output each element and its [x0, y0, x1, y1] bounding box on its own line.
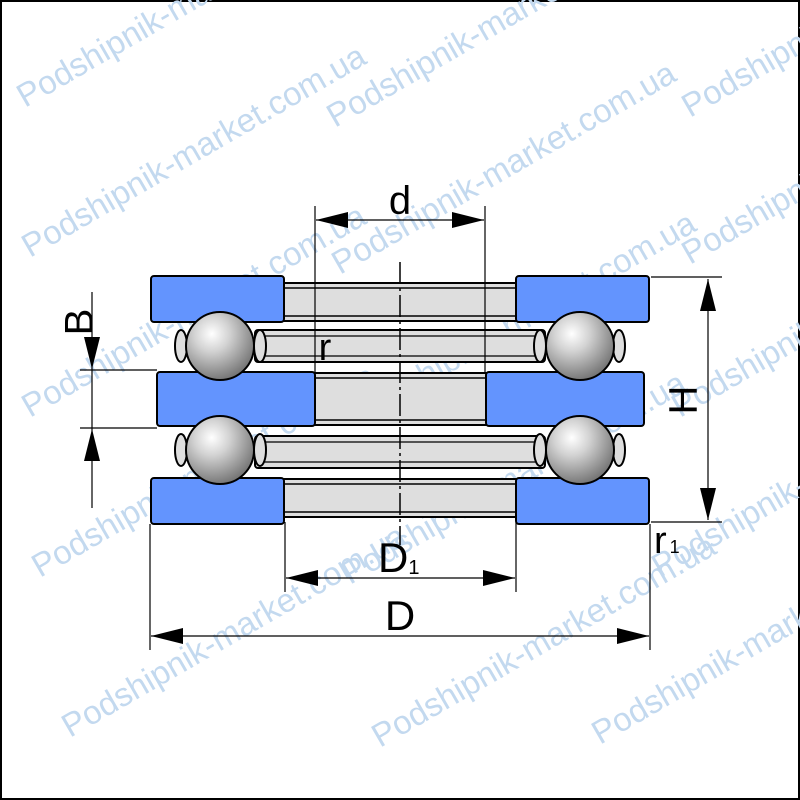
- arrow-d-outer-right: [617, 628, 649, 644]
- arrow-h-bottom: [700, 488, 716, 520]
- ball-bottom-right: [545, 415, 615, 485]
- arrow-d1-left: [286, 570, 318, 586]
- arrow-b-top: [84, 337, 100, 369]
- label-r: r: [319, 327, 332, 369]
- arrow-d-right: [452, 212, 484, 228]
- watermark-text: Podshipnik-market.com.ua: [55, 516, 412, 744]
- label-d1: D1: [378, 534, 419, 581]
- arrow-b-bottom: [84, 429, 100, 461]
- balls: [185, 311, 615, 485]
- cage-end-cap: [253, 329, 267, 363]
- watermark-text: Podshipnik-market.com.ua: [675, 0, 800, 124]
- label-d-outer: D: [385, 592, 415, 639]
- label-d: d: [389, 179, 411, 223]
- label-r1-main: r: [654, 520, 667, 562]
- cage-end-cap: [533, 433, 547, 467]
- ball-bottom-left: [185, 415, 255, 485]
- cage-caps: [174, 329, 626, 467]
- dimension-arrows: [84, 212, 716, 644]
- arrow-d1-right: [483, 570, 515, 586]
- arrow-h-top: [700, 279, 716, 311]
- label-b: B: [58, 309, 102, 336]
- cage-end-cap: [533, 329, 547, 363]
- ball-top-left: [185, 311, 255, 381]
- middle-ring-left: [156, 371, 316, 427]
- bearing-rings: [150, 275, 650, 525]
- arrow-d-left: [316, 212, 348, 228]
- label-h: H: [662, 386, 706, 415]
- label-d1-subscript: 1: [408, 557, 419, 579]
- label-r1-subscript: 1: [670, 537, 680, 557]
- ball-top-right: [545, 311, 615, 381]
- cage-end-cap: [253, 433, 267, 467]
- arrow-d-outer-left: [151, 628, 183, 644]
- middle-ring-right: [485, 371, 645, 427]
- label-d1-main: D: [378, 534, 408, 581]
